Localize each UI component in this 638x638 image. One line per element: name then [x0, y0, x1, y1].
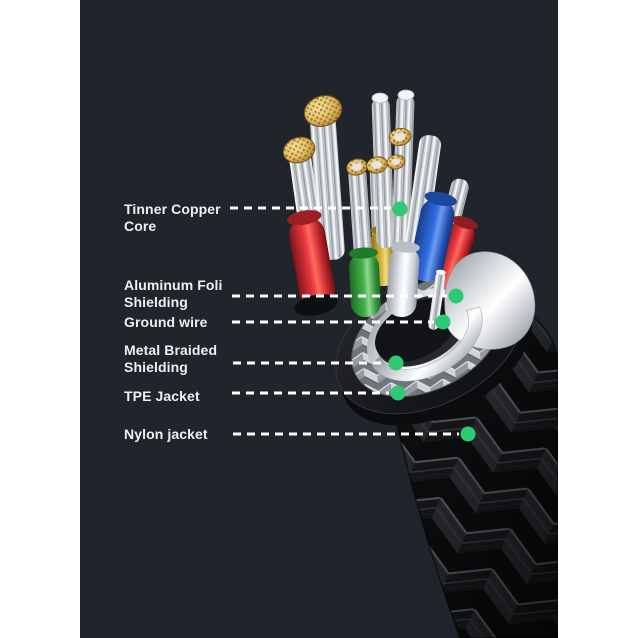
copper-core-tip: [303, 95, 343, 127]
wire-blue: [403, 135, 457, 282]
aluminum-foil-front-lip: [371, 306, 483, 382]
marker-dots: [388, 201, 476, 442]
copper-ring-tip: [386, 154, 406, 170]
strand-tip: [371, 92, 389, 104]
marker-dot-nylon-jacket: [460, 426, 476, 442]
marker-dot-tpe-jacket: [390, 385, 406, 401]
wire-red: [286, 148, 338, 316]
cable-cutaway-illustration: [230, 89, 558, 638]
copper-ring-tip: [366, 156, 388, 174]
marker-dot-aluminum-foli-shielding: [448, 288, 464, 304]
marker-dot-metal-braided-shielding: [388, 355, 404, 371]
product-image-panel: Tinner Copper Core Aluminum Foli Shieldi…: [80, 0, 558, 638]
wire-white: [386, 241, 420, 318]
wire-green: [348, 167, 381, 318]
wire-strand-bundle: [371, 98, 395, 248]
marker-dot-tinner-copper-core: [392, 201, 408, 217]
aluminum-foil-collar: [444, 251, 536, 350]
ground-wire: [428, 269, 446, 330]
copper-core-tips: [282, 89, 415, 176]
strand-tip: [397, 89, 415, 101]
marker-dot-ground-wire: [435, 314, 451, 330]
copper-ring-tip: [346, 158, 368, 176]
copper-core-tip: [282, 136, 316, 164]
copper-ring-tip: [388, 127, 412, 147]
inner-wires: [286, 95, 536, 350]
